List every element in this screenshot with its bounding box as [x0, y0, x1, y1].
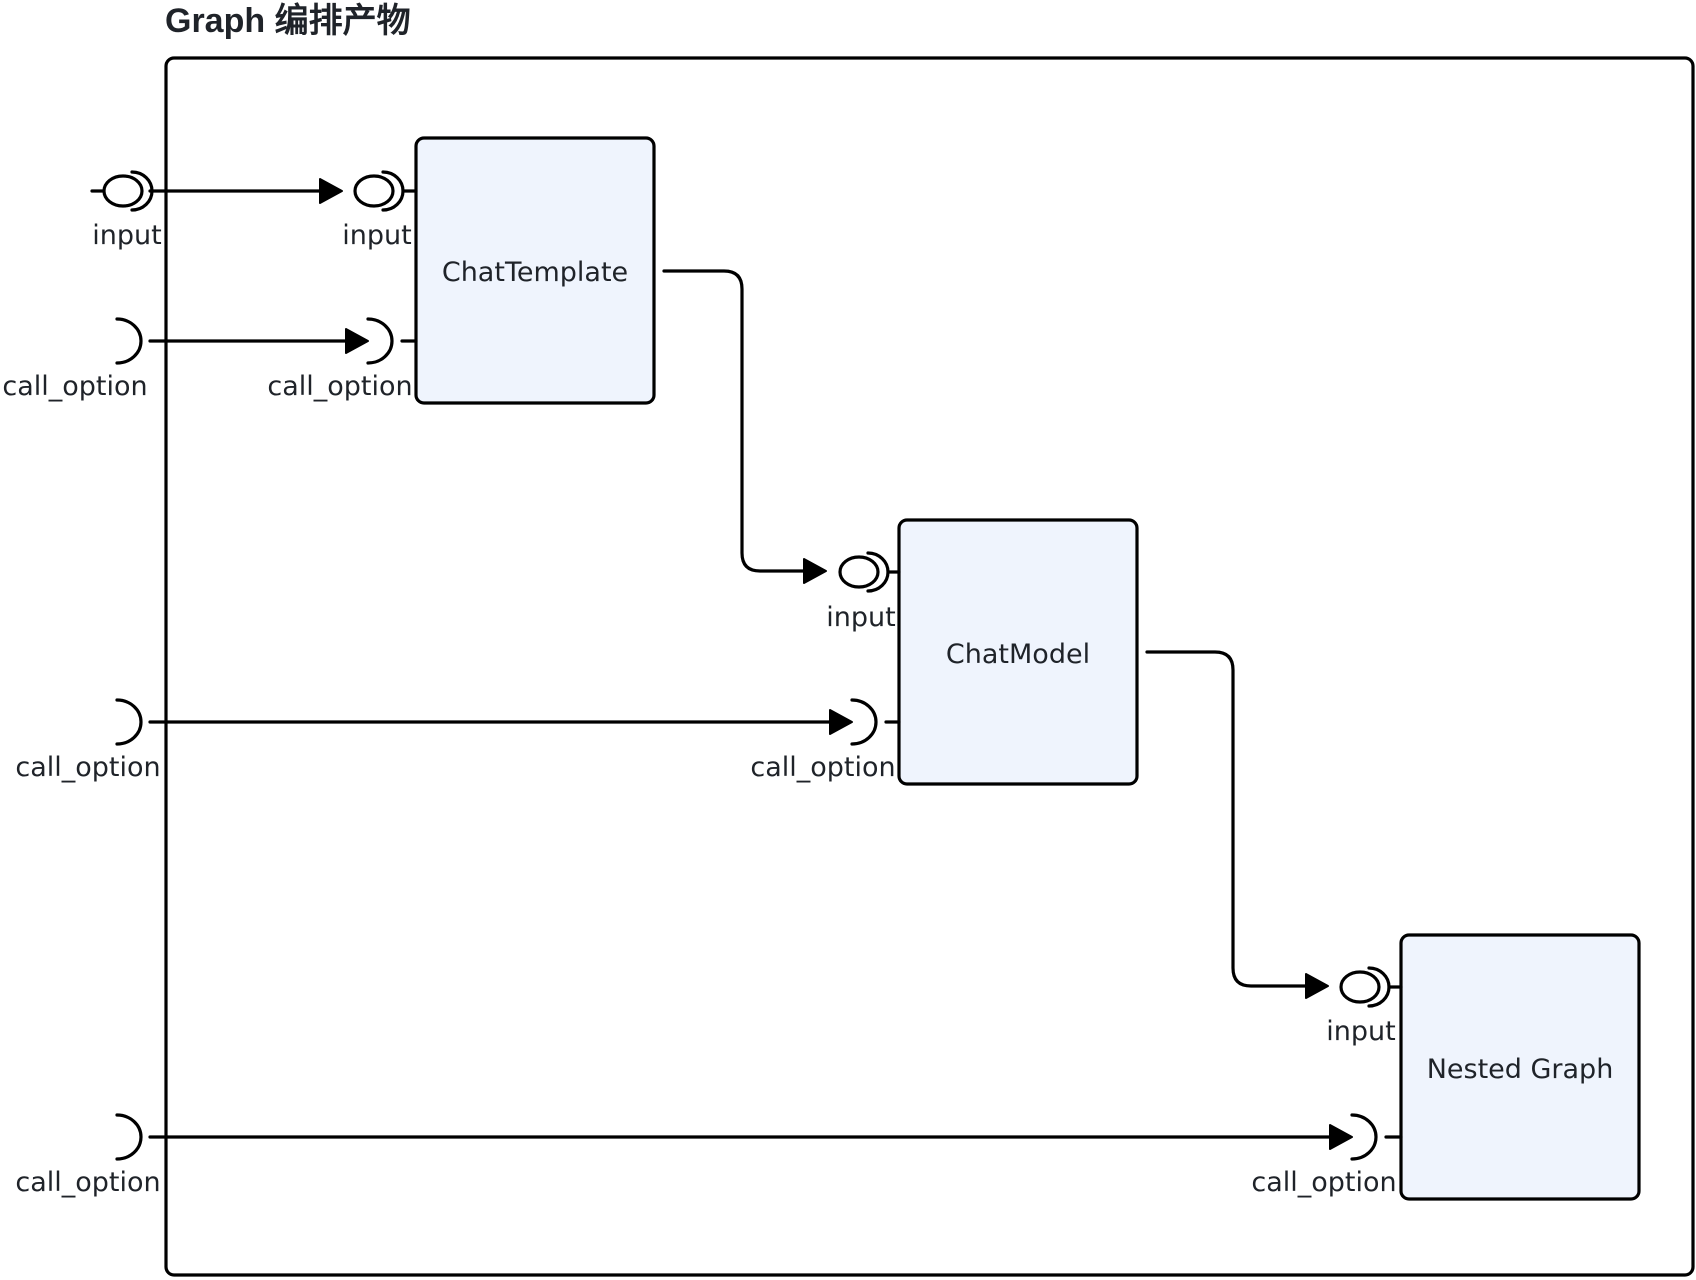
graph-call-option-label-2: call_option	[15, 752, 160, 783]
edge-graph-call-option-to-chattemplate	[148, 328, 369, 354]
nested-graph-input-label: input	[1326, 1016, 1395, 1047]
node-nested-graph[interactable]: Nested Graph	[1399, 933, 1641, 1201]
chattemplate-input-label: input	[342, 220, 411, 251]
node-chattemplate-label: ChatTemplate	[442, 257, 628, 288]
chattemplate-call-option-label: call_option	[267, 371, 412, 402]
graph-call-option-port-1-icon	[115, 317, 143, 365]
graph-call-option-port-3-icon	[115, 1113, 143, 1161]
chatmodel-input-port-icon	[838, 551, 901, 593]
node-chatmodel[interactable]: ChatModel	[897, 518, 1139, 786]
edge-chattemplate-to-chatmodel	[662, 269, 827, 584]
nested-graph-call-option-label: call_option	[1251, 1167, 1396, 1198]
edge-graph-call-option-to-nested-graph	[148, 1124, 1353, 1150]
node-chatmodel-label: ChatModel	[946, 639, 1090, 670]
chatmodel-input-label: input	[826, 602, 895, 633]
nested-graph-call-option-port-icon	[1350, 1113, 1403, 1161]
graph-call-option-port-2-icon	[115, 698, 143, 746]
graph-input-label: input	[92, 220, 161, 251]
graph-frame	[164, 56, 1695, 1277]
edge-chatmodel-to-nested-graph	[1145, 650, 1329, 999]
node-chattemplate[interactable]: ChatTemplate	[414, 136, 656, 405]
chattemplate-call-option-port-icon	[366, 317, 418, 365]
chatmodel-call-option-label: call_option	[750, 752, 895, 783]
edge-graph-input-to-chattemplate	[148, 178, 343, 204]
edge-graph-call-option-to-chatmodel	[148, 709, 853, 735]
chattemplate-input-port-icon	[353, 170, 418, 212]
chatmodel-call-option-port-icon	[850, 698, 901, 746]
node-nested-graph-label: Nested Graph	[1427, 1054, 1614, 1085]
graph-input-port-icon	[90, 170, 154, 212]
diagram-title: Graph 编排产物	[165, 2, 411, 40]
graph-call-option-label-3: call_option	[15, 1167, 160, 1198]
graph-call-option-label-1: call_option	[2, 371, 147, 402]
nested-graph-input-port-icon	[1339, 966, 1403, 1008]
